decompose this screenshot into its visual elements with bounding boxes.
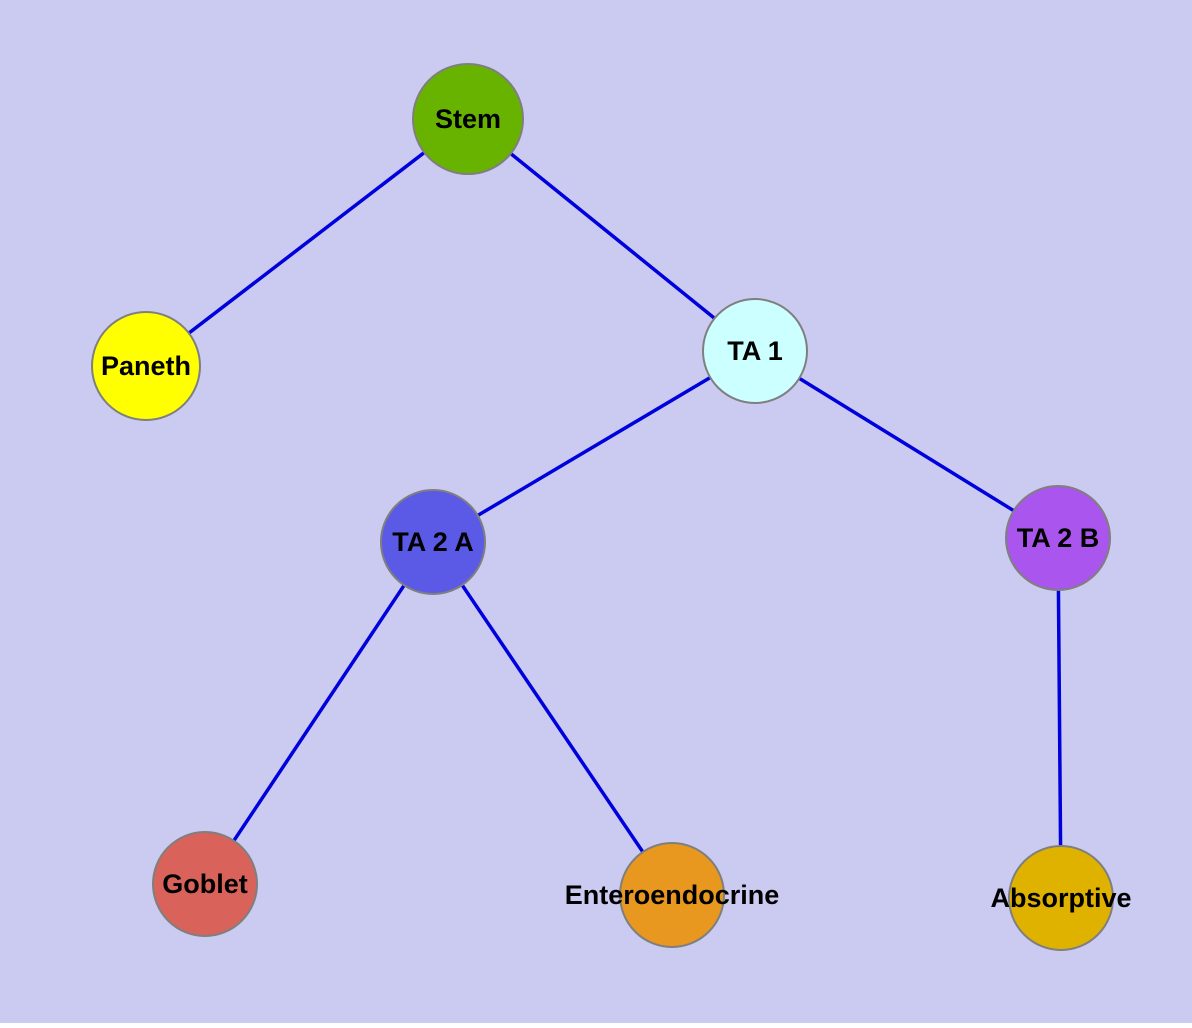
node-ta2a[interactable]: [380, 489, 486, 595]
node-label-goblet: Goblet: [162, 869, 248, 899]
node-absorptive[interactable]: [1008, 845, 1114, 951]
node-label-ta1: TA 1: [727, 336, 783, 366]
edge-ta2a-goblet: [203, 541, 435, 885]
edge-ta1-ta2b: [754, 349, 1059, 540]
node-goblet[interactable]: [152, 831, 258, 937]
edge-ta2b-absorptive: [1056, 537, 1063, 899]
edge-ta2a-enteroendocrine: [431, 541, 674, 896]
node-label-enteroendocrine: Enteroendocrine: [565, 880, 780, 910]
node-label-ta2a: TA 2 A: [392, 527, 474, 557]
node-label-paneth: Paneth: [101, 351, 191, 381]
edge-stem-ta1: [466, 117, 757, 353]
node-label-stem: Stem: [435, 104, 501, 134]
node-enteroendocrine[interactable]: [619, 842, 725, 948]
node-label-ta2b: TA 2 B: [1017, 523, 1100, 553]
node-label-absorptive: Absorptive: [990, 883, 1131, 913]
node-ta2b[interactable]: [1005, 485, 1111, 591]
edge-stem-paneth: [144, 117, 470, 368]
node-ta1[interactable]: [702, 298, 808, 404]
edge-ta1-ta2a: [432, 349, 756, 544]
node-paneth[interactable]: [91, 311, 201, 421]
node-stem[interactable]: [412, 63, 524, 175]
